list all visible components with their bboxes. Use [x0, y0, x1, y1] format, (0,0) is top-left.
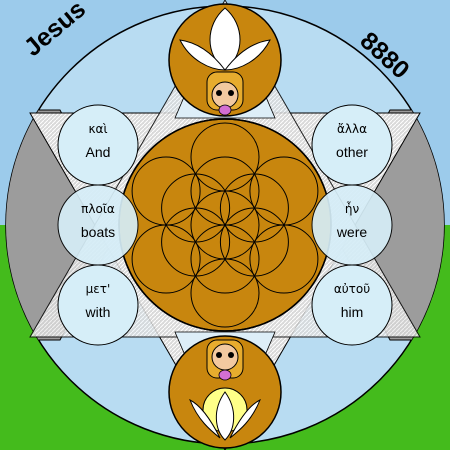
english-word: boats [80, 224, 116, 240]
word-2: πλοῖα boats [58, 202, 138, 240]
greek-word: μετ' [85, 282, 111, 296]
english-word: other [336, 144, 368, 160]
word-3: μετ' with [58, 282, 138, 320]
word-circle-6 [311, 264, 393, 346]
word-circle-3 [57, 264, 139, 346]
word-1: καὶ And [58, 122, 138, 160]
word-6: αὐτοῦ him [312, 282, 392, 320]
flower-pattern [131, 122, 319, 328]
greek-word: ἦν [344, 202, 360, 216]
top-figure [179, 7, 271, 116]
english-word: were [336, 224, 368, 240]
greek-word: αὐτοῦ [333, 282, 371, 296]
english-word: with [85, 304, 111, 320]
word-5: ἦν were [312, 202, 392, 240]
bottom-figure [189, 339, 261, 441]
english-word: him [340, 304, 364, 320]
word-4: ἄλλα other [312, 122, 392, 160]
english-word: And [85, 144, 111, 160]
greek-word: ἄλλα [336, 122, 368, 136]
greek-word: πλοῖα [81, 202, 115, 216]
greek-word: καὶ [88, 122, 108, 136]
